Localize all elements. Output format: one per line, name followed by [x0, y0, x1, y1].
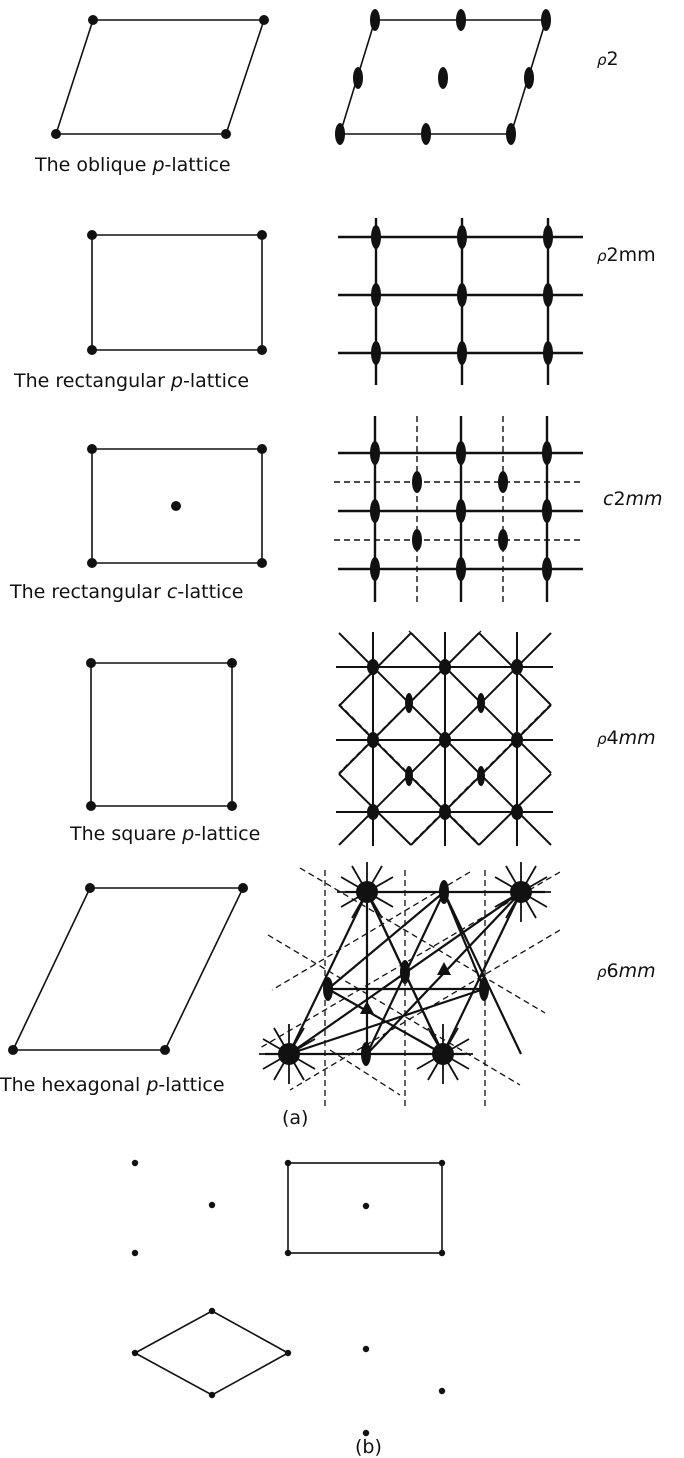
caption-rectangular-c-lattice: The rectangular c-lattice: [10, 583, 243, 602]
symbol-prefix: ρ: [597, 247, 607, 265]
symbol-p2: ρ2: [597, 50, 619, 69]
caption-suffix: -lattice: [158, 1074, 225, 1096]
caption-suffix: -lattice: [182, 370, 250, 392]
caption-variable: p: [182, 823, 195, 845]
symbol-prefix: c: [603, 488, 614, 510]
symbol-c2mm: c2mm: [603, 490, 663, 509]
symbol-prefix: ρ: [597, 730, 607, 748]
p4mm-symmetry-diagram: [336, 630, 553, 846]
symbol-p6mm: ρ6mm: [597, 962, 656, 981]
caption-text: The oblique: [35, 154, 153, 176]
panel-a-label: (a): [282, 1107, 309, 1129]
symbol-suffix: mm: [618, 727, 656, 749]
symbol-p2mm: ρ2mm: [597, 246, 656, 265]
panel-b-primitive-rhombic-cell: [131, 1307, 292, 1399]
caption-text: The hexagonal: [0, 1074, 147, 1096]
symbol-number: 4: [606, 727, 619, 749]
p2mm-symmetry-diagram: [338, 218, 583, 385]
symbol-p4mm: ρ4mm: [597, 729, 656, 748]
symbol-prefix: ρ: [597, 963, 607, 981]
c2mm-symmetry-diagram: [334, 416, 583, 602]
rectangular-p-lattice-cell: [87, 230, 267, 355]
oblique-lattice-cell: [51, 15, 269, 139]
caption-variable: p: [170, 370, 183, 392]
square-lattice-cell: [86, 658, 237, 811]
symbol-suffix: mm: [618, 960, 656, 982]
caption-suffix: -lattice: [194, 823, 261, 845]
panel-b-lattice-points: [131, 1159, 446, 1437]
rectangular-c-lattice-cell: [87, 444, 267, 568]
caption-square-p-lattice: The square p-lattice: [70, 825, 260, 844]
caption-suffix: -lattice: [177, 581, 244, 603]
caption-variable: c: [166, 581, 178, 603]
p6mm-symmetry-diagram: [259, 862, 560, 1110]
caption-text: The rectangular: [10, 581, 167, 603]
caption-suffix: -lattice: [164, 154, 231, 176]
caption-text: The square: [70, 823, 183, 845]
caption-oblique-p-lattice: The oblique p-lattice: [35, 156, 231, 175]
symbol-number: 2: [613, 488, 626, 510]
p2-symmetry-diagram: [335, 9, 551, 145]
panel-b-centred-rectangular-cell: [284, 1159, 446, 1257]
caption-hexagonal-p-lattice: The hexagonal p-lattice: [0, 1076, 225, 1095]
symbol-suffix: mm: [625, 488, 663, 510]
hexagonal-lattice-cell: [8, 883, 248, 1055]
symbol-number: 2: [606, 48, 619, 70]
caption-variable: p: [146, 1074, 159, 1096]
symbol-number: 2mm: [606, 244, 656, 266]
symbol-prefix: ρ: [597, 51, 607, 69]
caption-text: The rectangular: [14, 370, 171, 392]
panel-b-label: (b): [355, 1436, 382, 1458]
symbol-number: 6: [606, 960, 619, 982]
caption-variable: p: [152, 154, 165, 176]
caption-rectangular-p-lattice: The rectangular p-lattice: [14, 372, 249, 391]
